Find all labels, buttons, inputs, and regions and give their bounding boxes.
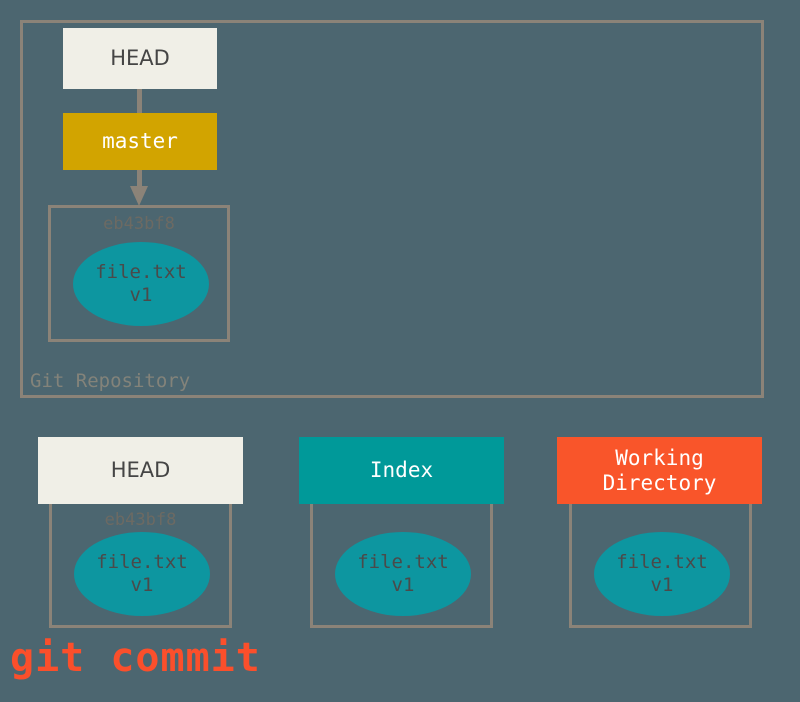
pane-working-directory-title-box: Working Directory [557,437,762,504]
git-repository-label: Git Repository [30,370,191,392]
pane-head-title: HEAD [110,458,171,483]
pane-index-blob-version: v1 [391,574,415,596]
repo-commit-hash: eb43bf8 [103,214,175,234]
pane-working-directory-blob-version: v1 [650,574,674,596]
pane-head-blob-version: v1 [130,574,154,596]
diagram-caption: git commit [10,635,261,681]
repo-commit-blob-version: v1 [129,284,153,306]
pane-index-container: file.txt v1 [310,504,493,628]
repo-head-label: HEAD [110,46,170,71]
arrow-down-icon [130,186,148,206]
master-to-commit-connector [137,170,142,194]
pane-head-blob: file.txt v1 [74,532,210,616]
pane-working-directory-title-line1: Working [615,445,704,470]
pane-working-directory-blob: file.txt v1 [594,532,730,616]
repo-commit-blob-filename: file.txt [95,261,187,284]
pane-head-container: eb43bf8 file.txt v1 [49,504,232,628]
pane-head-hash: eb43bf8 [104,510,177,530]
repo-commit-box: eb43bf8 file.txt v1 [48,205,230,342]
repo-commit-blob: file.txt v1 [73,242,209,326]
pane-index-title-box: Index [299,437,504,504]
pane-head-title-box: HEAD [38,437,243,504]
head-to-master-connector [137,89,142,113]
repo-master-label: master [102,129,178,154]
pane-index-blob-filename: file.txt [357,551,449,574]
pane-working-directory-container: file.txt v1 [569,504,752,628]
repo-master-box: master [63,113,217,170]
pane-head-blob-filename: file.txt [96,551,188,574]
pane-working-directory-title-line2: Directory [602,470,717,495]
git-repository-frame [20,20,764,398]
pane-working-directory-blob-filename: file.txt [616,551,708,574]
pane-index-blob: file.txt v1 [335,532,471,616]
pane-index-title: Index [369,458,434,483]
repo-head-box: HEAD [63,28,217,89]
